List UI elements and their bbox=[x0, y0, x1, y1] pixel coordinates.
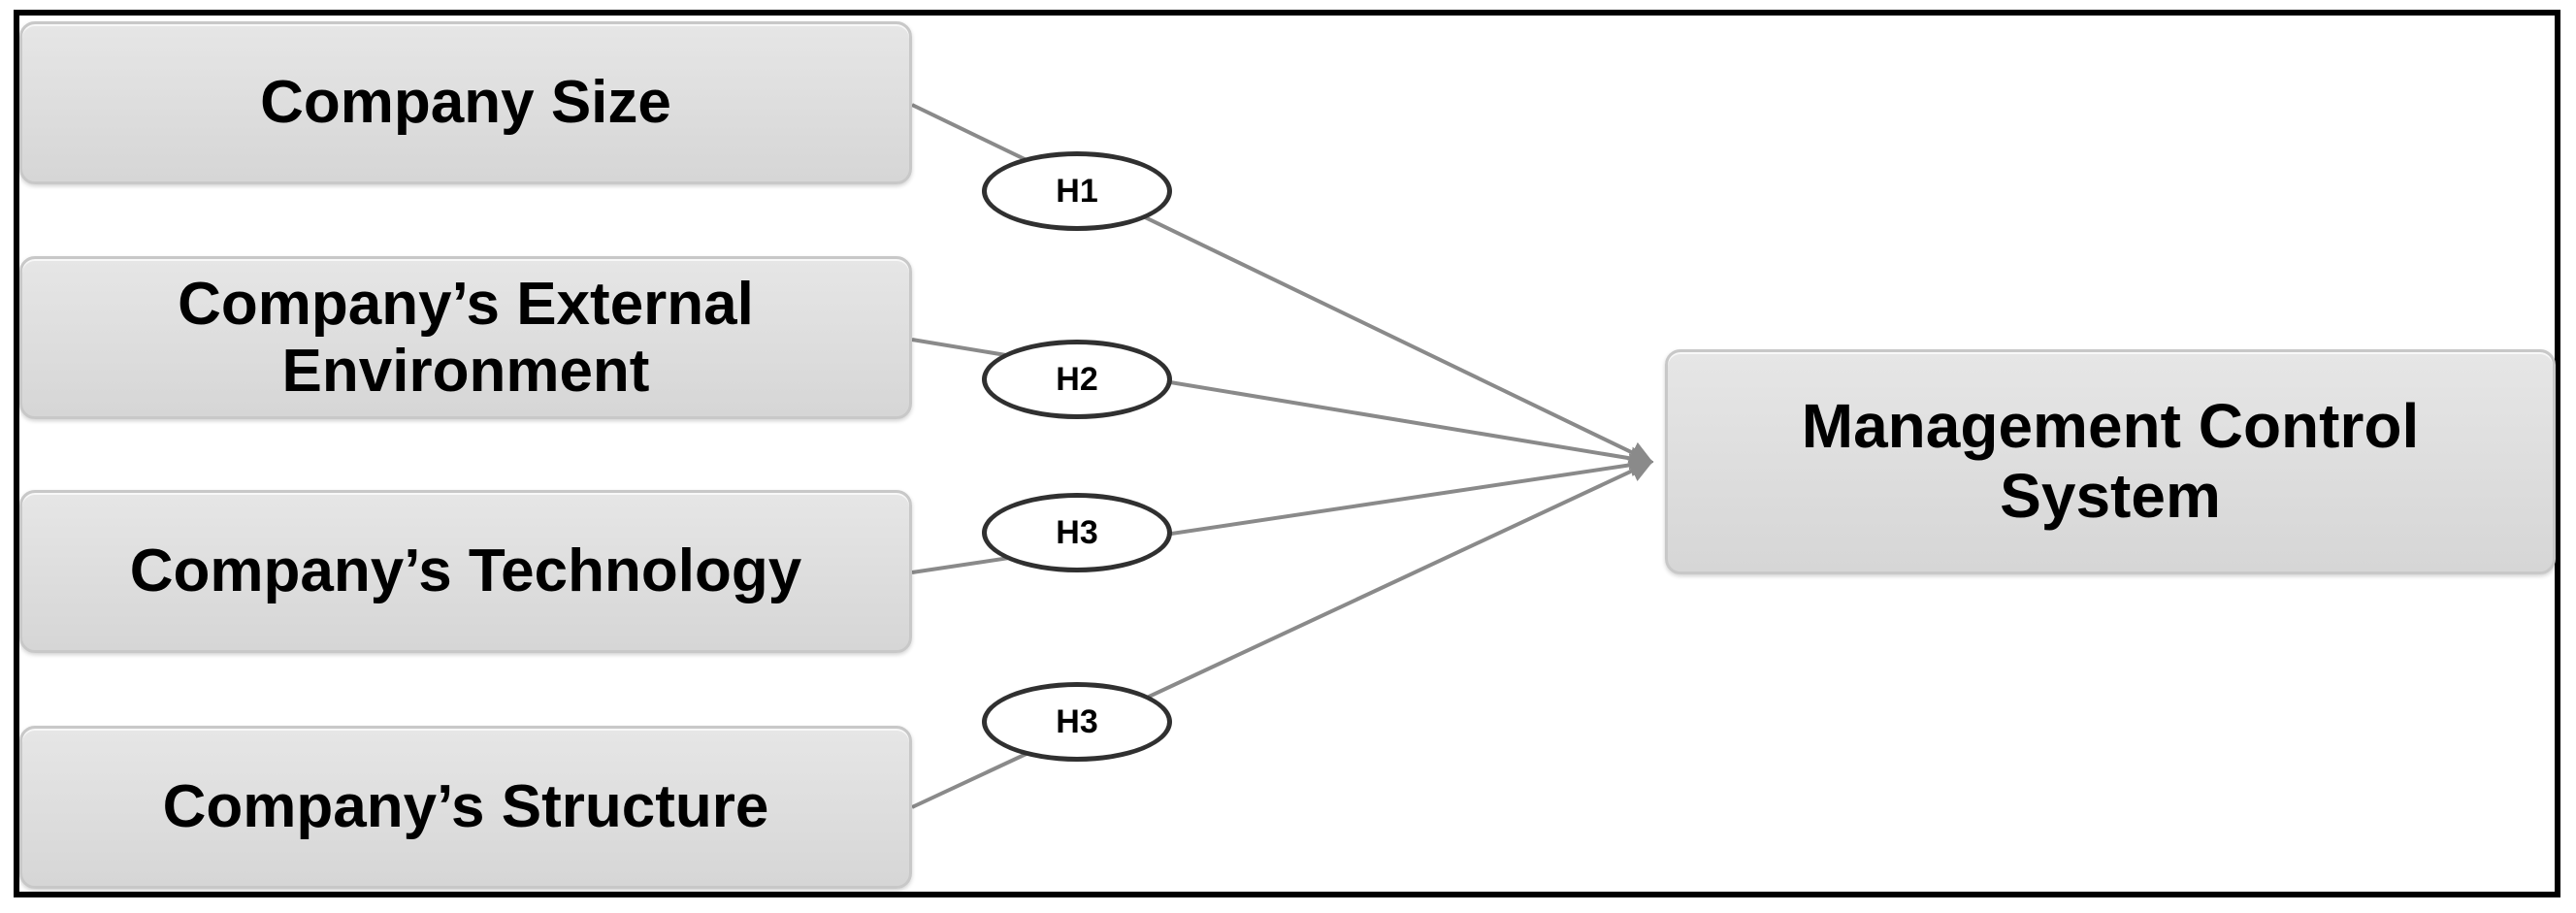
company-size-box: Company Size bbox=[19, 21, 912, 184]
hypothesis-h3-structure-ellipse: H3 bbox=[982, 682, 1172, 762]
structure-box: Company’s Structure bbox=[19, 726, 912, 889]
hypothesis-h2-ellipse: H2 bbox=[982, 340, 1172, 419]
management-control-system-box: Management Control System bbox=[1665, 349, 2556, 574]
external-environment-box: Company’s External Environment bbox=[19, 256, 912, 419]
technology-box: Company’s Technology bbox=[19, 490, 912, 653]
hypothesis-h1-ellipse: H1 bbox=[982, 151, 1172, 231]
hypothesis-h3-technology-ellipse: H3 bbox=[982, 493, 1172, 572]
